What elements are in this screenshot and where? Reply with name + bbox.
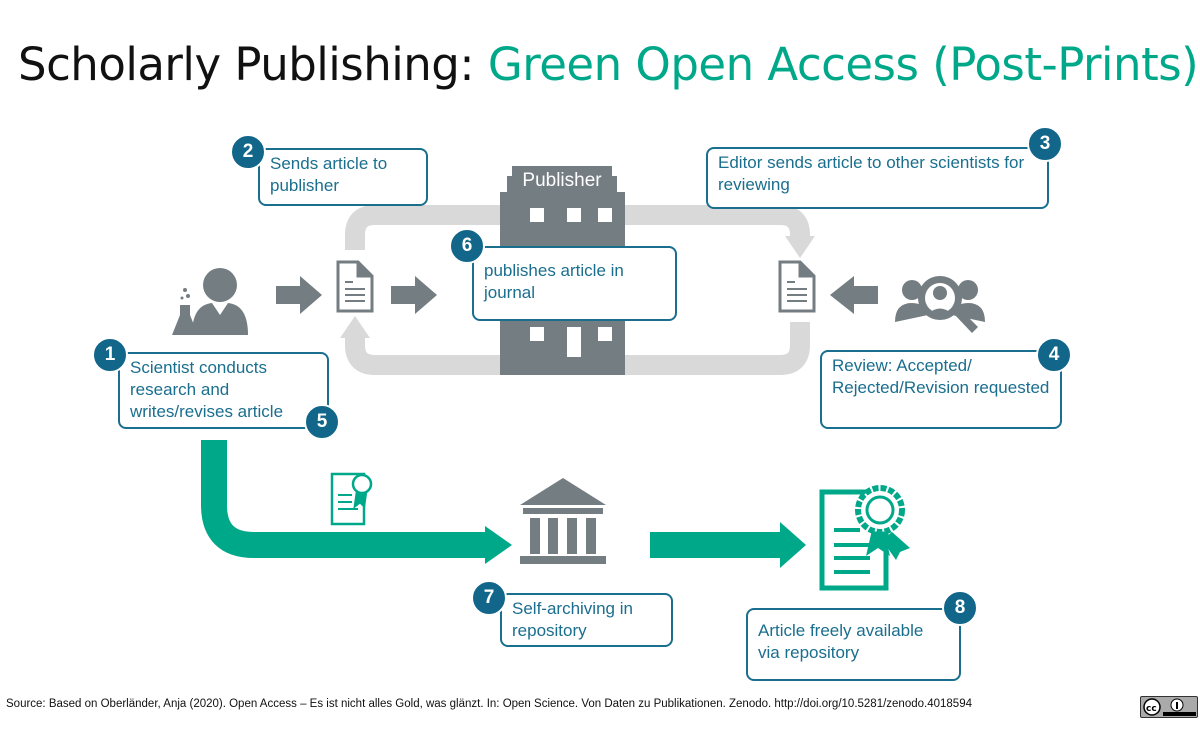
loop-arrowhead-up [340,316,370,338]
step-2-badge: 2 [230,134,266,170]
green-arrowhead-1 [485,526,512,564]
cc-by-license-icon: cc [1140,696,1198,718]
arrow-left-3 [830,276,878,314]
arrow-right-1 [276,276,322,314]
step-1-text: Scientist conducts research and writes/r… [130,358,284,421]
scientist-icon [172,268,248,335]
step-8-box: Article freely available via repository [746,608,961,681]
svg-text:cc: cc [1146,704,1157,714]
step-8-text: Article freely available via repository [758,621,924,662]
availability-arrow [650,532,785,558]
step-3-badge: 3 [1027,126,1063,162]
green-arrowhead-2 [780,522,806,568]
step-7-badge: 7 [471,580,507,616]
step-6-badge: 6 [449,228,485,264]
step-7-text: Self-archiving in repository [512,599,633,640]
step-7-box: Self-archiving in repository [500,593,673,647]
step-8-badge: 8 [942,590,978,626]
step-4-badge: 4 [1036,337,1072,373]
step-1-box: Scientist conducts research and writes/r… [118,352,329,429]
document-icon [336,260,374,313]
step-6-box: publishes article in journal [472,246,677,321]
step-2-text: Sends article to publisher [270,154,388,195]
step-4-box: Review: Accepted/ Rejected/Revision requ… [820,350,1062,429]
document-icon [778,260,816,313]
certificate-icon [819,485,910,591]
reviewers-magnifier-icon [895,276,985,333]
step-4-text: Review: Accepted/ Rejected/Revision requ… [832,356,1050,397]
title-part-1: Scholarly Publishing: [18,38,488,91]
step-5-badge: 5 [304,404,340,440]
arrow-right-2 [391,276,437,314]
step-2-box: Sends article to publisher [258,148,428,206]
title-part-2: Green Open Access (Post-Prints) [487,38,1199,91]
step-1-badge: 1 [92,337,128,373]
step-3-box: Editor sends article to other scientists… [706,147,1049,209]
repository-bank-icon [520,478,606,564]
source-citation: Source: Based on Oberländer, Anja (2020)… [6,698,972,710]
publisher-label: Publisher [522,170,602,191]
flow-arrows [276,276,878,314]
certificate-icon [330,472,373,526]
loop-arrowhead-down [785,236,815,258]
self-archiving-arrow [201,440,490,558]
step-6-text: publishes article in journal [484,261,624,302]
page-title: Scholarly Publishing: Green Open Access … [18,38,1199,91]
step-3-text: Editor sends article to other scientists… [718,153,1025,194]
